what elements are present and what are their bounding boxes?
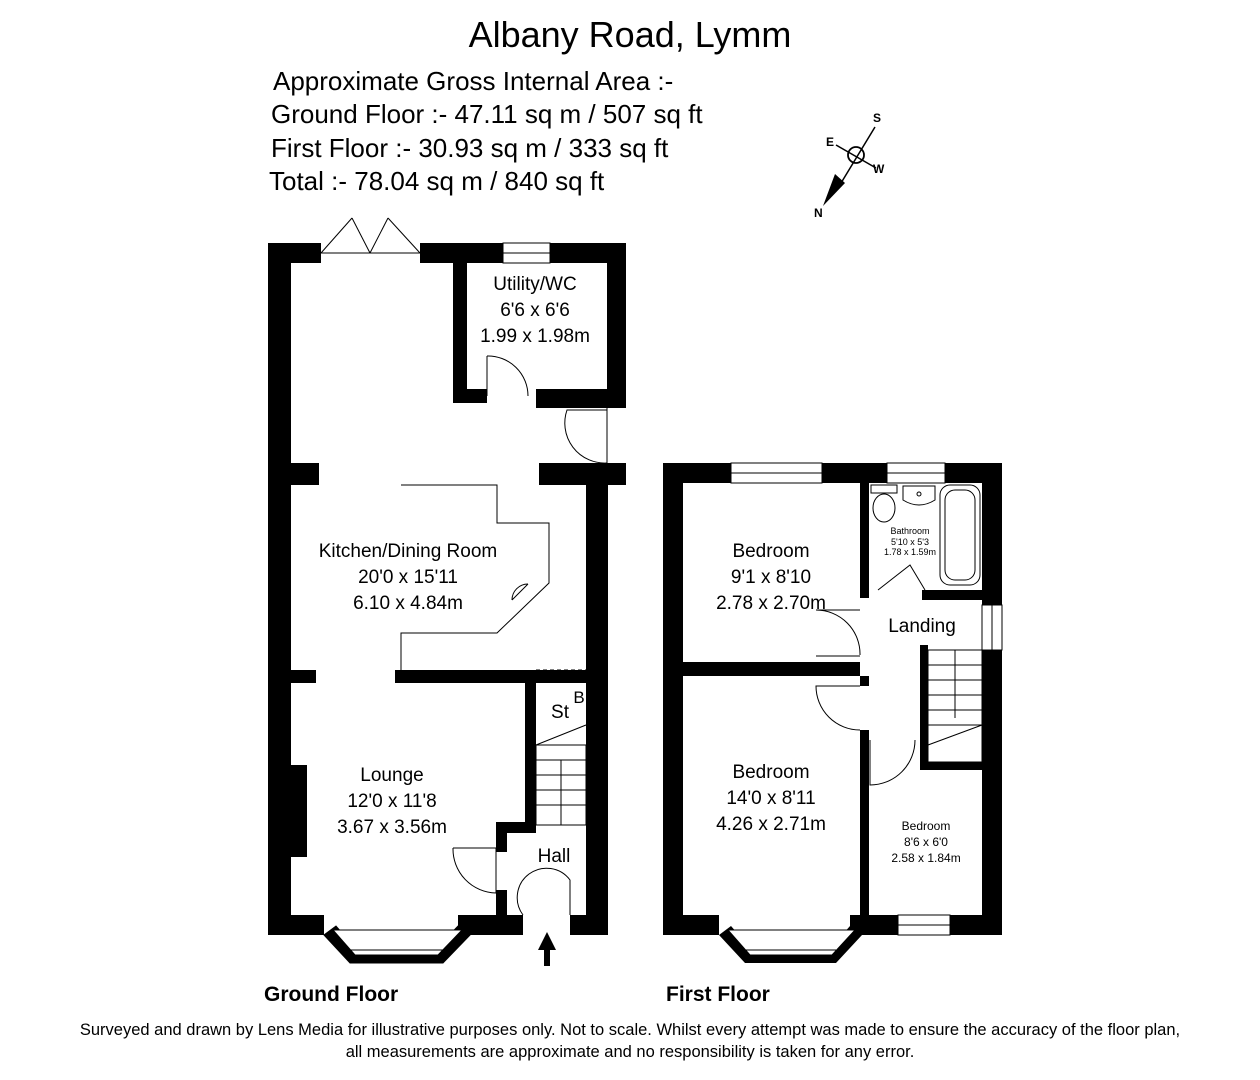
first-floor-stairs (927, 649, 983, 763)
kitchen-imperial: 20'0 x 15'11 (358, 567, 458, 588)
first-floor-walls (663, 463, 1002, 935)
hall-label: Hall (538, 846, 571, 867)
first-floor-label: First Floor (666, 983, 770, 1006)
area-first: First Floor :- 30.93 sq m / 333 sq ft (271, 133, 669, 163)
compass-e: E (826, 135, 834, 149)
kitchen-metric: 6.10 x 4.84m (353, 593, 463, 614)
utility-imperial: 6'6 x 6'6 (500, 300, 570, 321)
utility-window (502, 242, 551, 264)
bathroom-name: Bathroom (890, 526, 929, 536)
utility-door (486, 355, 529, 397)
plan-title: Albany Road, Lymm (468, 14, 792, 55)
lounge-bay-window (323, 925, 471, 964)
compass-w: W (873, 162, 885, 176)
bedroom2-name: Bedroom (732, 762, 809, 783)
compass-s: S (873, 111, 881, 125)
kitchen-name: Kitchen/Dining Room (319, 541, 497, 562)
disclaimer-line1: Surveyed and drawn by Lens Media for ill… (79, 1021, 1181, 1039)
bedroom3-imperial: 8'6 x 6'0 (904, 835, 948, 849)
utility-metric: 1.99 x 1.98m (480, 326, 590, 347)
landing-label: Landing (888, 616, 956, 637)
area-ground: Ground Floor :- 47.11 sq m / 507 sq ft (271, 99, 703, 129)
area-heading: Approximate Gross Internal Area :- (273, 66, 674, 96)
bathroom-fixtures (870, 484, 981, 586)
bedroom2-imperial: 14'0 x 8'11 (726, 788, 815, 809)
side-door (564, 408, 608, 464)
bedroom2-metric: 4.26 x 2.71m (716, 814, 826, 835)
first-floor-doors (815, 564, 926, 786)
entrance-arrow-icon (538, 932, 556, 966)
compass-icon: S E W N (814, 111, 885, 220)
bedroom1-metric: 2.78 x 2.70m (716, 593, 826, 614)
bathroom-imperial: 5'10 x 5'3 (891, 537, 929, 547)
french-doors (320, 217, 421, 254)
bedroom3-name: Bedroom (902, 819, 951, 833)
area-total: Total :- 78.04 sq m / 840 sq ft (269, 166, 605, 196)
bedroom1-imperial: 9'1 x 8'10 (731, 567, 811, 588)
lounge-imperial: 12'0 x 11'8 (347, 791, 436, 812)
store-label: St (551, 702, 570, 723)
compass-n: N (814, 206, 823, 220)
bedroom3-metric: 2.58 x 1.84m (891, 851, 960, 865)
lounge-metric: 3.67 x 3.56m (337, 817, 447, 838)
boiler-label: B (573, 688, 584, 707)
disclaimer-line2: all measurements are approximate and no … (345, 1043, 915, 1061)
ground-floor-walls (268, 243, 626, 935)
ground-floor-label: Ground Floor (264, 983, 399, 1006)
kitchen-worktop (400, 484, 550, 670)
first-floor-windows (730, 462, 1003, 936)
ground-stairs (535, 669, 587, 826)
bathroom-metric: 1.78 x 1.59m (884, 547, 936, 557)
disclaimer: Surveyed and drawn by Lens Media for ill… (0, 1019, 1260, 1063)
bedroom1-name: Bedroom (732, 541, 809, 562)
utility-name: Utility/WC (493, 274, 576, 295)
lounge-name: Lounge (360, 765, 423, 786)
hall-doors (452, 847, 571, 916)
first-floor-bay-window (719, 926, 862, 963)
